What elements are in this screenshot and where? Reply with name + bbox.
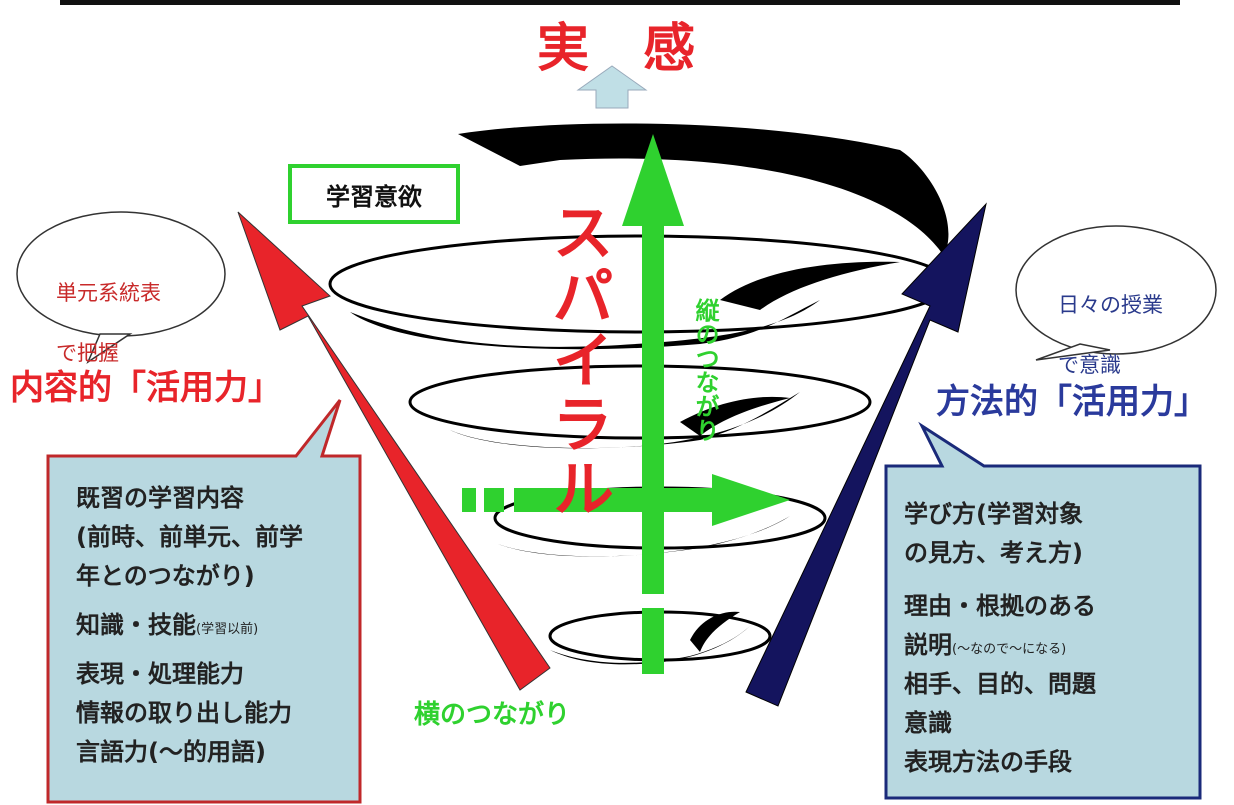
bubble-right [1015,225,1217,361]
bubble-left [16,211,226,365]
bubble-right-line-2: で意識 [1058,353,1121,377]
spiral-swoosh-3b [680,396,790,436]
spiral-swoosh-3 [450,392,800,449]
left-box-line-4-small: (学習以前) [196,622,259,637]
horizontal-arrow-dash-2 [484,488,504,512]
left-box-line-6: 情報の取り出し能力 [76,699,292,727]
bubble-right-line-1: 日々の授業 [1058,293,1163,317]
bubble-right-text: 日々の授業 で意識 [1058,260,1163,410]
left-box-text: 既習の学習内容 (前時、前単元、前学 年とのつながり) 知識・技能(学習以前) … [76,478,303,767]
bubble-left-line-2: で把握 [56,341,119,365]
content-arrow [237,211,551,691]
method-ability-label: 方法的「活用力」 [936,382,1208,422]
horizontal-arrow-shaft [514,488,714,512]
motivation-box: 学習意欲 [288,164,460,224]
bubble-left-text: 単元系統表 で把握 [56,248,161,398]
right-box-line-2: の見方、考え方) [904,539,1083,567]
spiral-swoosh-top [458,123,949,257]
right-box-line-6: 意識 [904,709,952,737]
spiral-swooshes [350,123,949,665]
right-box-line-5: 相手、目的、問題 [904,670,1096,698]
spiral-rings [328,234,952,662]
spiral-label: スパイラル [541,200,614,520]
title-jikkan: 実 感 [537,19,714,79]
spiral-ring-2 [408,364,872,440]
right-box-line-4-main: 説明 [904,631,952,659]
vertical-arrow-base [642,608,664,674]
spiral-ring-1 [328,234,952,334]
spiral-swoosh-2b [720,261,900,310]
left-box-line-2: (前時、前単元、前学 [76,523,303,551]
horizontal-arrow-dash-1 [462,488,476,512]
right-box-line-1: 学び方(学習対象 [904,500,1083,528]
left-box-line-3: 年とのつながり) [76,562,255,590]
left-box-line-5: 表現・処理能力 [76,660,244,688]
vertical-arrow [622,134,684,674]
content-ability-label: 内容的「活用力」 [10,368,282,408]
right-box-line-3: 理由・根拠のある [904,592,1096,620]
left-box-line-1: 既習の学習内容 [76,484,244,512]
vertical-arrow-head [622,134,684,226]
method-arrow [745,202,987,707]
right-box-line-4-small: (～なので～になる) [952,642,1067,657]
right-box-text: 学び方(学習対象 の見方、考え方) 理由・根拠のある 説明(～なので～になる) … [904,494,1096,777]
bubble-left-line-1: 単元系統表 [56,281,161,305]
right-box-line-4: 説明(～なので～になる) [904,625,1096,660]
horizontal-arrow [462,474,790,526]
spiral-swoosh-5b [690,611,740,652]
horizontal-arrow-head [712,474,790,526]
right-box-line-7: 表現方法の手段 [904,748,1072,776]
left-callout-box [46,399,362,804]
up-arrow-icon [576,65,648,109]
top-border [60,0,1180,5]
vertical-arrow-shaft [642,224,664,594]
left-box-line-4: 知識・技能(学習以前) [76,605,303,640]
left-box-line-7: 言語力(～的用語) [76,738,266,766]
horizontal-connection-label: 横のつながり [414,700,571,730]
left-box-line-4-main: 知識・技能 [76,611,196,639]
right-callout-box [884,421,1202,800]
vertical-connection-label: 縦のつながり [691,298,719,442]
